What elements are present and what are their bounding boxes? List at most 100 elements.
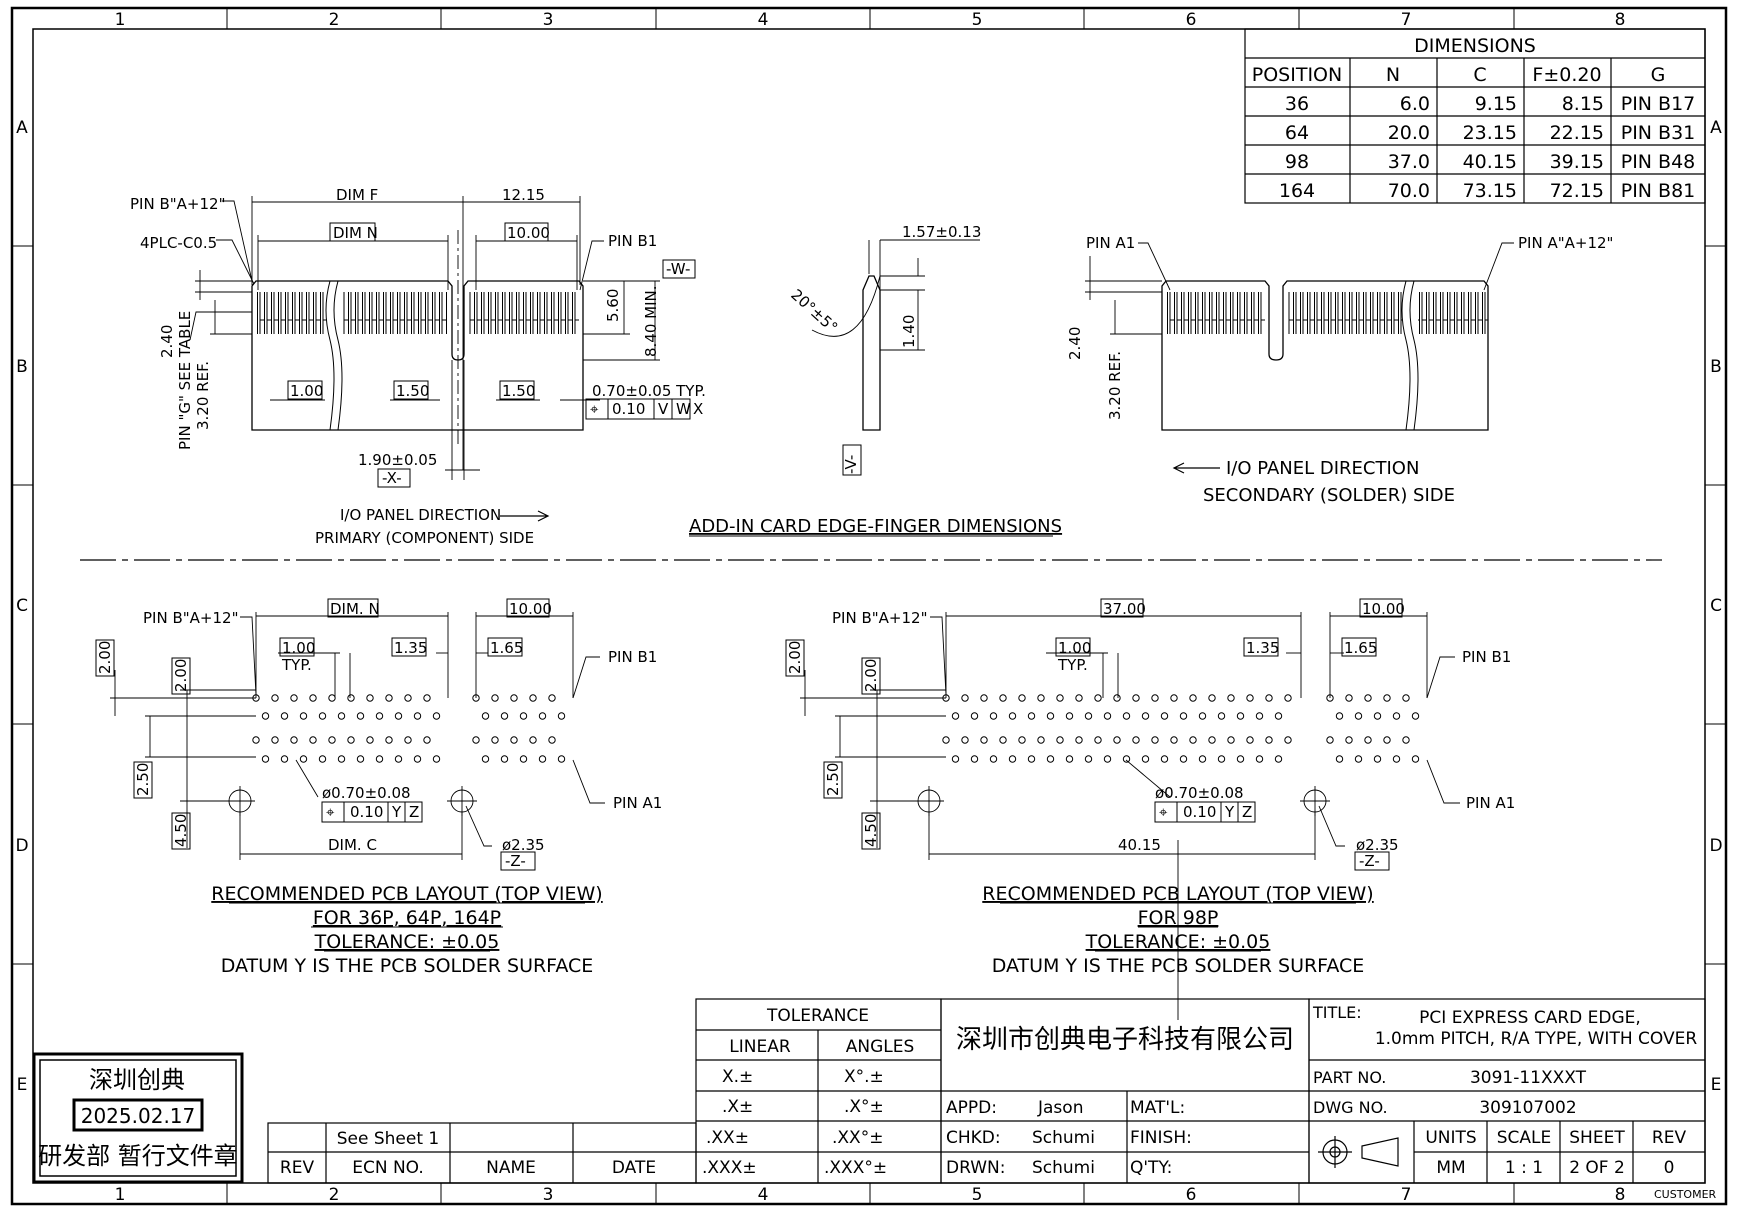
- pcb-hole: [1208, 694, 1216, 702]
- label-pin-g: PIN "G" SEE TABLE: [176, 311, 194, 450]
- approval-block: 深圳市创典电子科技有限公司 APPD: Jason CHKD: Schumi D…: [940, 998, 1310, 1184]
- io-direction: I/O PANEL DIRECTION: [1226, 458, 1419, 479]
- pcb-hole: [1075, 694, 1083, 702]
- row-label: A: [16, 118, 28, 138]
- table-cell: 40.15: [1463, 151, 1517, 173]
- pcb-hole: [1027, 712, 1036, 720]
- pcb-hole: [529, 736, 537, 744]
- tolerance-title: TOLERANCE: [766, 1006, 869, 1026]
- pcb-hole: [1122, 755, 1131, 763]
- dim-f-label: DIM F: [336, 186, 378, 204]
- pcb-hole: [366, 694, 374, 702]
- pcb-hole: [951, 755, 960, 763]
- pcb-hole: [538, 712, 547, 720]
- pcb-hole: [970, 755, 979, 763]
- pcb-hole: [280, 755, 289, 763]
- pcb-hole: [538, 755, 547, 763]
- drawing-number: 309107002: [1479, 1098, 1576, 1118]
- dim-10-00: 10.00: [507, 224, 550, 242]
- arrow-left-icon: [1172, 462, 1220, 474]
- dim-8-40: 8.40 MIN.: [642, 285, 660, 357]
- label-pin-b-a12: PIN B"A+12": [130, 195, 225, 213]
- col-label: 5: [972, 1185, 983, 1205]
- pcb-hole: [500, 712, 509, 720]
- pcb-hole: [1198, 755, 1207, 763]
- table-title: DIMENSIONS: [1414, 35, 1536, 57]
- pcb-hole: [366, 736, 374, 744]
- table-cell: 9.15: [1475, 93, 1517, 115]
- table-cell: 23.15: [1463, 122, 1517, 144]
- pcb-hole: [432, 712, 441, 720]
- pcb-hole: [423, 736, 431, 744]
- col-label: 3: [543, 10, 554, 30]
- pcb-hole: [1151, 694, 1159, 702]
- pcb-hole: [1027, 755, 1036, 763]
- tol-angle: X°.±: [844, 1067, 884, 1087]
- table-cell: PIN B17: [1621, 93, 1696, 115]
- units-value: MM: [1436, 1158, 1465, 1178]
- pcb-hole: [999, 694, 1007, 702]
- dim-1-65: 1.65: [1344, 639, 1377, 657]
- row-label: C: [1710, 596, 1722, 616]
- pcb-hole: [1084, 712, 1093, 720]
- pcb-hole: [1274, 712, 1283, 720]
- pcb-hole: [1094, 736, 1102, 744]
- pcb-hole: [347, 694, 355, 702]
- dim-2-50: 2.50: [824, 763, 842, 796]
- dim-1-50: 1.50: [396, 382, 429, 400]
- pcb-hole: [510, 694, 518, 702]
- rev-value: 0: [1664, 1158, 1675, 1178]
- dim-n-label: DIM N: [333, 224, 378, 242]
- datum-v: -V-: [842, 455, 860, 474]
- stamp-dept: 研发部 暂行文件章: [38, 1142, 238, 1170]
- tol-angle: .XX°±: [832, 1128, 883, 1148]
- pcb-hole: [942, 736, 950, 744]
- fcf-datum: X: [693, 400, 703, 418]
- dim-3-20: 3.20 REF.: [194, 361, 212, 430]
- dim-2-00: 2.00: [786, 641, 804, 674]
- pcb-hole: [394, 755, 403, 763]
- part-label: PART NO.: [1313, 1068, 1386, 1087]
- table-header: N: [1386, 64, 1400, 86]
- dim-10-00: 10.00: [1362, 600, 1405, 618]
- stamp-date: 2025.02.17: [81, 1104, 196, 1128]
- pcb-hole: [1392, 755, 1401, 763]
- pcb-hole: [548, 736, 556, 744]
- pcb-hole: [385, 736, 393, 744]
- pcb-hole: [252, 736, 260, 744]
- dimensions-table: DIMENSIONS POSITION N C F±0.20 G 36 64 9…: [1244, 28, 1706, 204]
- col-label: 6: [1186, 1185, 1197, 1205]
- pcb-hole: [318, 712, 327, 720]
- col-label: 8: [1615, 10, 1626, 30]
- edge-side-view: 1.57±0.13 20°±5° 1.40 -V- ADD-IN CARD ED…: [689, 223, 1062, 537]
- pcb-hole: [413, 755, 422, 763]
- pcb-hole: [1179, 712, 1188, 720]
- pcb-hole: [290, 694, 298, 702]
- pcb-hole: [481, 755, 490, 763]
- pcb-hole: [1151, 736, 1159, 744]
- pcb-hole: [961, 694, 969, 702]
- dwg-label: DWG NO.: [1313, 1098, 1388, 1117]
- dim-2-00: 2.00: [96, 641, 114, 674]
- fcf-datum: W: [676, 400, 691, 418]
- pcb-hole: [318, 755, 327, 763]
- col-label: 7: [1401, 1185, 1412, 1205]
- pcb-hole: [1326, 736, 1334, 744]
- dim-1-40: 1.40: [900, 315, 918, 348]
- pcb-hole: [1065, 755, 1074, 763]
- pcb-hole: [1037, 694, 1045, 702]
- table-cell: 22.15: [1550, 122, 1604, 144]
- finish-label: FINISH:: [1130, 1128, 1192, 1148]
- pcb-hole: [394, 712, 403, 720]
- row-label: A: [1710, 118, 1722, 138]
- label-pin-a-a12: PIN A"A+12": [1518, 234, 1613, 252]
- dim-2-35: ø2.35: [1356, 836, 1399, 854]
- dim-2-35: ø2.35: [502, 836, 545, 854]
- col-name: NAME: [486, 1158, 536, 1178]
- row-label: D: [1709, 836, 1722, 856]
- caption-line: RECOMMENDED PCB LAYOUT (TOP VIEW): [211, 883, 602, 905]
- dim-1-35: 1.35: [1246, 639, 1279, 657]
- col-label: 6: [1186, 10, 1197, 30]
- dim-37-00: 37.00: [1103, 600, 1146, 618]
- pcb-hole: [1402, 694, 1410, 702]
